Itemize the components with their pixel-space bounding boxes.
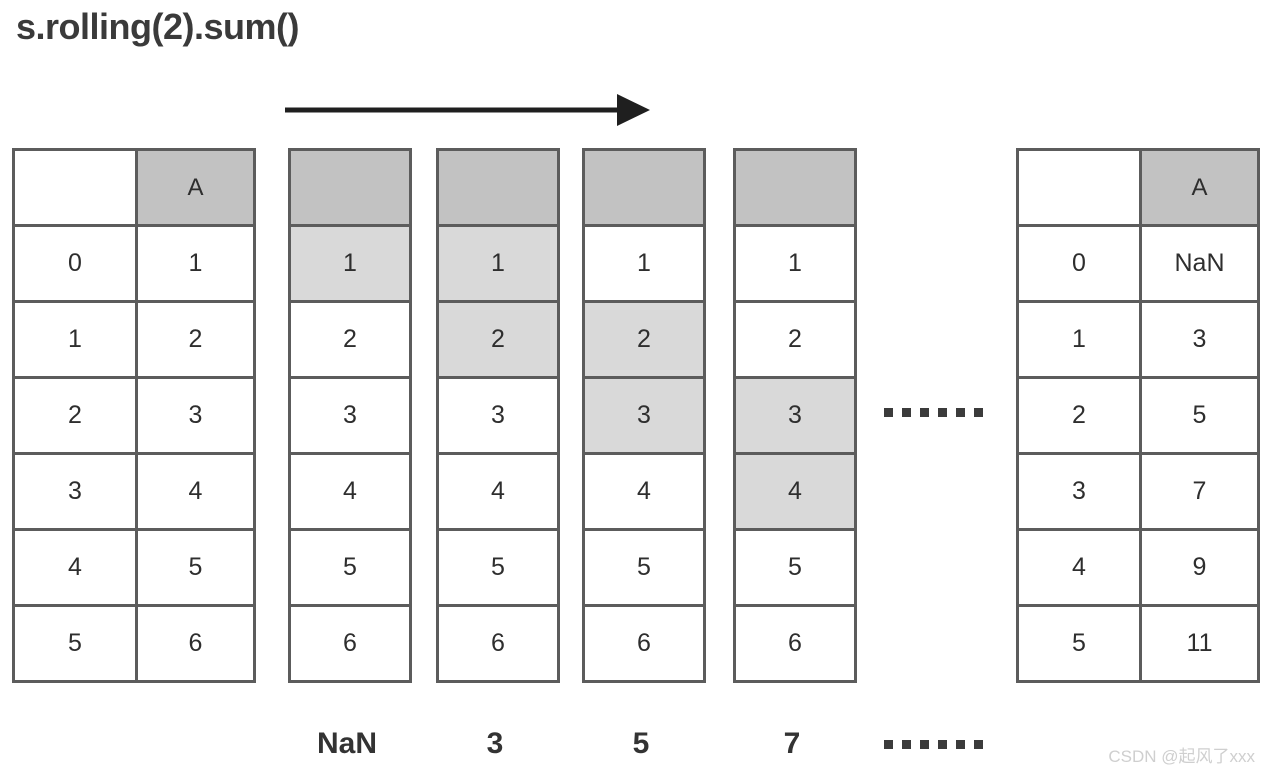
strip-cell: 3 (288, 376, 412, 455)
strip-cell-highlighted: 1 (436, 224, 560, 303)
strip-cell: 3 (436, 376, 560, 455)
strip-cell: 2 (288, 300, 412, 379)
table-row: 0 NaN (1016, 224, 1260, 303)
dot (884, 740, 893, 749)
table-row: 5 11 (1016, 604, 1260, 683)
result-dataframe-table: A 0 NaN 1 3 2 5 3 7 4 9 5 11 (1016, 148, 1260, 683)
source-value-cell: 5 (135, 528, 256, 607)
source-value-cell: 2 (135, 300, 256, 379)
table-row: 4 5 (12, 528, 256, 607)
table-header-row: A (12, 148, 256, 227)
direction-arrow-icon (285, 94, 650, 126)
rolling-window-strip-3: 1 2 3 4 5 6 (582, 148, 706, 683)
strip-cell: 4 (288, 452, 412, 531)
table-row: 2 5 (1016, 376, 1260, 455)
strip-header (288, 148, 412, 227)
strip-cell: 2 (733, 300, 857, 379)
dot (974, 740, 983, 749)
strip-cell: 4 (582, 452, 706, 531)
rolling-window-strip-1: 1 2 3 4 5 6 (288, 148, 412, 683)
result-index-cell: 4 (1016, 528, 1142, 607)
table-row: 1 3 (1016, 300, 1260, 379)
strip-header (733, 148, 857, 227)
table-row: 1 2 (12, 300, 256, 379)
result-value-cell: 7 (1139, 452, 1260, 531)
table-row: 2 3 (12, 376, 256, 455)
rolling-window-strip-2: 1 2 3 4 5 6 (436, 148, 560, 683)
table-row: 5 6 (12, 604, 256, 683)
result-value-cell: NaN (1139, 224, 1260, 303)
dot (974, 408, 983, 417)
dot (902, 740, 911, 749)
strip-cell-highlighted: 2 (436, 300, 560, 379)
source-index-cell: 5 (12, 604, 138, 683)
dot (956, 408, 965, 417)
source-value-cell: 4 (135, 452, 256, 531)
source-column-header-a: A (135, 148, 256, 227)
source-value-cell: 3 (135, 376, 256, 455)
watermark-text: CSDN @起风了xxx (1108, 747, 1255, 766)
source-value-cell: 6 (135, 604, 256, 683)
dot (938, 740, 947, 749)
strip-cell-highlighted: 3 (582, 376, 706, 455)
table-row: 4 9 (1016, 528, 1260, 607)
page-title: s.rolling(2).sum() (16, 6, 300, 47)
source-index-cell: 1 (12, 300, 138, 379)
strip-cell: 6 (288, 604, 412, 683)
source-index-cell: 0 (12, 224, 138, 303)
result-index-header (1016, 148, 1142, 227)
result-index-cell: 5 (1016, 604, 1142, 683)
source-value-cell: 1 (135, 224, 256, 303)
table-row: 3 7 (1016, 452, 1260, 531)
strip-cell: 5 (582, 528, 706, 607)
strip-cell-highlighted: 3 (733, 376, 857, 455)
dot (956, 740, 965, 749)
dot (902, 408, 911, 417)
strip-cell: 5 (733, 528, 857, 607)
rolling-window-strip-4: 1 2 3 4 5 6 (733, 148, 857, 683)
window-sum-label-1: NaN (316, 727, 377, 760)
strip-cell-highlighted: 1 (288, 224, 412, 303)
dot (884, 408, 893, 417)
dot (920, 408, 929, 417)
result-value-cell: 3 (1139, 300, 1260, 379)
strip-cell-highlighted: 2 (582, 300, 706, 379)
strip-header (582, 148, 706, 227)
dot (938, 408, 947, 417)
source-dataframe-table: A 0 1 1 2 2 3 3 4 4 5 5 6 (12, 148, 256, 683)
result-index-cell: 0 (1016, 224, 1142, 303)
strip-cell: 6 (733, 604, 857, 683)
table-header-row: A (1016, 148, 1260, 227)
result-column-header-a: A (1139, 148, 1260, 227)
result-index-cell: 2 (1016, 376, 1142, 455)
strip-header (436, 148, 560, 227)
strip-cell: 1 (582, 224, 706, 303)
source-index-header (12, 148, 138, 227)
bottom-ellipsis-icon (884, 740, 983, 749)
result-index-cell: 3 (1016, 452, 1142, 531)
window-sum-label-2: 3 (486, 727, 504, 760)
result-value-cell: 5 (1139, 376, 1260, 455)
result-value-cell: 9 (1139, 528, 1260, 607)
result-value-cell: 11 (1139, 604, 1260, 683)
strip-cell: 4 (436, 452, 560, 531)
strip-cell: 6 (436, 604, 560, 683)
source-index-cell: 2 (12, 376, 138, 455)
strip-cell: 1 (733, 224, 857, 303)
middle-ellipsis-icon (884, 408, 983, 417)
dot (920, 740, 929, 749)
table-row: 3 4 (12, 452, 256, 531)
source-index-cell: 4 (12, 528, 138, 607)
table-row: 0 1 (12, 224, 256, 303)
strip-cell: 5 (288, 528, 412, 607)
strip-cell: 6 (582, 604, 706, 683)
strip-cell-highlighted: 4 (733, 452, 857, 531)
window-sum-label-4: 7 (783, 727, 801, 760)
strip-cell: 5 (436, 528, 560, 607)
source-index-cell: 3 (12, 452, 138, 531)
result-index-cell: 1 (1016, 300, 1142, 379)
window-sum-label-3: 5 (632, 727, 650, 760)
